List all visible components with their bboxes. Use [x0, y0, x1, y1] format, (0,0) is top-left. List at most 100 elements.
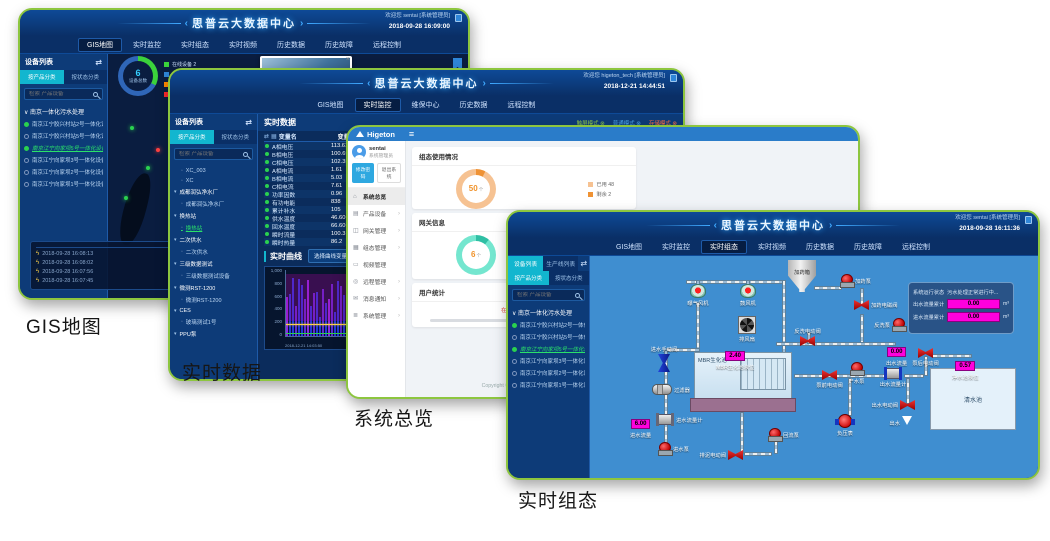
menu-item[interactable]: ✉消息通知›: [353, 295, 400, 304]
tree-item[interactable]: 玻璃测试1号: [174, 318, 253, 326]
search-input[interactable]: [517, 292, 572, 298]
calendar-icon[interactable]: [1025, 216, 1032, 224]
tree-item[interactable]: 成都润弘净水厂: [174, 188, 253, 196]
device-marker[interactable]: [156, 148, 160, 152]
tree-item[interactable]: XC_003: [174, 168, 253, 174]
change-password-button[interactable]: 修改密码: [352, 163, 374, 183]
sidebar-tab[interactable]: 按产品分类: [508, 271, 549, 285]
search-icon[interactable]: [243, 151, 248, 157]
menu-item[interactable]: ◫网关管理›: [353, 227, 400, 236]
tree-item[interactable]: 南京江宁胶兴村站5号一体化设备: [512, 333, 585, 341]
sidebar-tab[interactable]: 按状态分类: [63, 70, 107, 84]
tree-item[interactable]: CES: [174, 308, 253, 314]
tree-item[interactable]: 南京江宁向家坝3号一体化设备: [512, 357, 585, 365]
tree-item[interactable]: 南京江宁向家坝5号一体化设备: [24, 144, 103, 152]
swap-icon[interactable]: ⇄: [95, 57, 102, 67]
nav-item[interactable]: 实时视频: [758, 243, 787, 251]
tab-production-line-list[interactable]: 生产线列表: [543, 256, 579, 271]
nav-item[interactable]: 历史数据: [277, 41, 306, 49]
nav-item[interactable]: 实时监控: [662, 243, 691, 251]
sidebar-tab[interactable]: 按状态分类: [213, 130, 257, 144]
nav-item[interactable]: GIS地图: [317, 101, 344, 109]
swap-icon[interactable]: ⇄: [245, 117, 252, 127]
menu-item[interactable]: ⌂系统总览: [348, 188, 405, 205]
device-marker[interactable]: [130, 126, 134, 130]
event-list-header[interactable]: [36, 244, 176, 248]
tree-item[interactable]: XC: [174, 178, 253, 184]
select-curve-variable-button[interactable]: 选择曲线变量: [308, 249, 354, 263]
tree-item[interactable]: 三级数据测试: [174, 260, 253, 268]
menu-item[interactable]: ◎远程管理›: [353, 278, 400, 287]
nav-item[interactable]: 远程控制: [373, 41, 402, 49]
search-icon[interactable]: [93, 91, 98, 97]
menu-item[interactable]: ≣系统管理›: [353, 312, 400, 321]
nav-item[interactable]: 实时组态: [181, 41, 210, 49]
menu-item[interactable]: ▤产品设备›: [353, 210, 400, 219]
tree-item[interactable]: 南京江宁向家坝5号一体化设备: [512, 345, 585, 353]
tree-item[interactable]: 换热站: [174, 212, 253, 220]
device-marker[interactable]: [146, 166, 150, 170]
tree-item[interactable]: 南京江宁向家坝1号一体化设备: [512, 381, 585, 389]
mode-toggle[interactable]: 存储模式 ⊗: [648, 120, 677, 127]
mode-toggle[interactable]: 触屏模式 ⊗: [576, 120, 605, 127]
tree-item[interactable]: 二次供水: [174, 248, 253, 256]
nav-item[interactable]: 实时监控: [133, 41, 162, 49]
menu-item[interactable]: ▭视频管理: [353, 262, 387, 269]
tree-item[interactable]: 南京江宁向家坝2号一体化设备: [512, 369, 585, 377]
tree-item[interactable]: PPU泵: [174, 330, 253, 338]
tree-item[interactable]: 南京江宁向家坝3号一体化设备: [24, 156, 103, 164]
nav-item[interactable]: GIS地图: [77, 37, 123, 52]
nav-item[interactable]: 历史数据: [459, 101, 488, 109]
tree-root[interactable]: ∨ 南京一体化污水处理: [24, 110, 85, 116]
tree-item[interactable]: 二次供水: [174, 236, 253, 244]
tree-item[interactable]: 南京江宁向家坝1号一体化设备: [24, 180, 103, 188]
menu-icon[interactable]: ≡: [408, 129, 415, 139]
tree-item[interactable]: 三级数据测试设备: [174, 272, 253, 280]
swap-icon[interactable]: ⇄: [580, 259, 588, 268]
calendar-icon[interactable]: [670, 74, 677, 82]
nav-item[interactable]: GIS地图: [615, 243, 643, 251]
tree-item[interactable]: 微测RST-1200: [174, 284, 253, 292]
logout-button[interactable]: 退出系统: [377, 163, 401, 183]
sidebar-tab[interactable]: 按产品分类: [20, 70, 64, 84]
nav-item[interactable]: 远程控制: [902, 243, 931, 251]
nav-item[interactable]: 维保中心: [411, 101, 440, 109]
calendar-icon[interactable]: [455, 14, 462, 22]
search-icon[interactable]: [575, 292, 580, 298]
tree-item[interactable]: 南京江宁胶兴村站5号一体化设备: [24, 132, 103, 140]
device-marker[interactable]: [124, 196, 128, 200]
close-icon[interactable]: ×: [345, 56, 350, 63]
tree-item[interactable]: 南京江宁胶兴村站2号一体化设备: [24, 120, 103, 128]
nav-item[interactable]: 历史故障: [325, 41, 354, 49]
sidebar-tab[interactable]: 按产品分类: [170, 130, 214, 144]
mode-toggle[interactable]: 普通模式 ⊗: [612, 120, 641, 127]
nav-item[interactable]: 实时监控: [354, 97, 401, 112]
tree-item[interactable]: 南京江宁向家坝2号一体化设备: [24, 168, 103, 176]
bookmark-icon[interactable]: [453, 58, 462, 71]
nav-item[interactable]: 历史数据: [806, 243, 835, 251]
search-input[interactable]: [29, 91, 90, 97]
nav-item[interactable]: 实时视频: [229, 41, 258, 49]
tree-item[interactable]: 成都润弘净水厂: [174, 200, 253, 208]
nav-item[interactable]: 远程控制: [507, 101, 536, 109]
search-input[interactable]: [179, 151, 240, 157]
tree-item[interactable]: 微测RST-1200: [174, 296, 253, 304]
nav-item[interactable]: 历史故障: [854, 243, 883, 251]
sidebar-tab[interactable]: 按状态分类: [548, 271, 589, 285]
